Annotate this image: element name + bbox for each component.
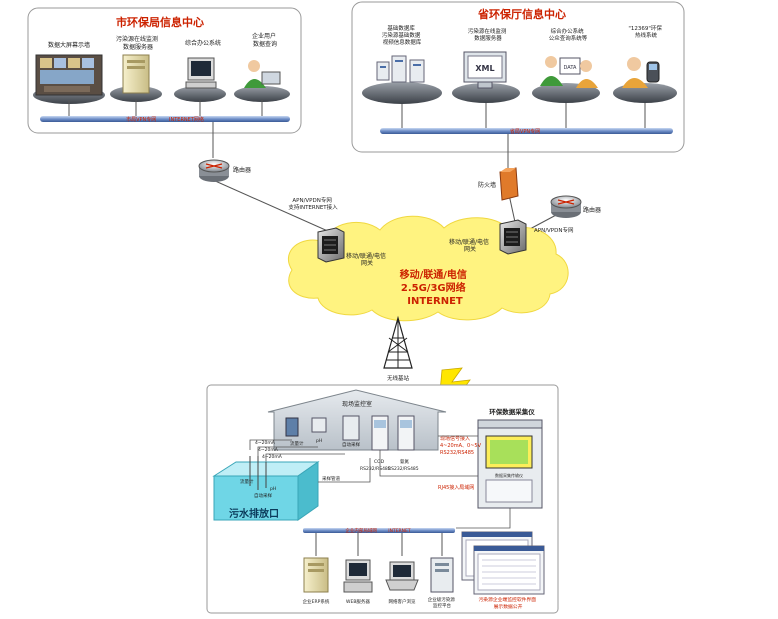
left-gateway-top-label: APN/VPDN专网 支持INTERNET接入 xyxy=(288,196,338,211)
enterprise-node-label-1: 企业ERP系统 xyxy=(303,598,330,605)
left-gateway-label: 移动/联通/电信 网关 xyxy=(346,252,388,267)
hotline-phone-icon xyxy=(613,57,677,103)
city-center-panel xyxy=(27,7,302,134)
software-caption: 污染源企业端监控软件界面 展示数据公开 xyxy=(478,596,537,610)
office-computer-icon xyxy=(174,57,226,102)
instrument-label-6: 自动采样 xyxy=(342,441,360,448)
instrument-label-4: COD xyxy=(374,459,385,465)
left-gateway-icon xyxy=(317,227,345,263)
tower-label: 无线基站 xyxy=(387,374,410,382)
city-node-label-2: 污染源在线监测 数据服务器 xyxy=(116,35,160,51)
lan-label: 企业内部局域网 INTERNET xyxy=(345,527,411,534)
router-left-icon xyxy=(198,159,230,182)
province-node-label-3: 综合办公系统 公众查询系统等 xyxy=(549,27,588,42)
enterprise-lan-bus xyxy=(303,528,455,533)
erp-server-icon xyxy=(303,557,329,593)
rs-label-1: RS232/RS485 xyxy=(360,466,391,472)
router-right-label: 路由器 xyxy=(583,206,601,214)
pool-label-3: 自动采样 xyxy=(254,492,272,499)
enterprise-node-label-3: 网络客户浏览 xyxy=(389,598,416,605)
right-gateway-top-label: APN/VPDN专网 xyxy=(534,226,574,234)
svg-text:XML: XML xyxy=(475,64,494,73)
router-left-label: 路由器 xyxy=(233,166,251,174)
enterprise-node-label-2: WEB服务器 xyxy=(346,598,370,605)
mobile-network-cloud xyxy=(287,215,569,322)
outfall-pool xyxy=(212,456,320,521)
province-node-label-4: "12369"环保 热线系统 xyxy=(628,24,663,39)
public-query-users-icon: DATA xyxy=(532,56,600,103)
xml-server-icon: XML xyxy=(452,51,520,103)
province-node-label-2: 污染源在线监测 数据服务器 xyxy=(468,27,508,42)
city-node-label-3: 综合办公系统 xyxy=(185,39,221,47)
province-node-label-1: 基础数据库 污染源基础数据 视频信息数据库 xyxy=(382,24,422,46)
city-node-label-4: 企业用户 数据查询 xyxy=(252,32,278,48)
database-servers-icon xyxy=(362,55,442,104)
video-wall-icon xyxy=(33,54,105,104)
instrument-label-2: pH xyxy=(316,438,322,444)
city-bus-label: 市局VPN专网 INTERNET网络 xyxy=(126,116,204,123)
pool-label-1: 流量计 xyxy=(240,478,254,485)
house-title: 现场监控室 xyxy=(342,400,372,408)
rs-label-2: RS232/RS485 xyxy=(388,466,419,472)
instrument-label-5: 氨氮 xyxy=(400,458,409,465)
signal-label-2: 4~20mA xyxy=(258,447,279,453)
data-collector-device xyxy=(477,419,543,509)
router-right-icon xyxy=(550,195,582,218)
city-node-label-1: 数据大屏幕示墙 xyxy=(48,41,90,49)
signal-label-3: 4~20mA xyxy=(262,454,283,460)
province-center-title: 省环保厅信息中心 xyxy=(477,7,566,21)
city-network-bus xyxy=(40,116,290,122)
rj45-label: RJ45接入局域网 xyxy=(438,484,474,491)
cloud-label: 移动/联通/电信 2.5G/3G网络 INTERNET xyxy=(400,268,471,307)
right-gateway-icon xyxy=(499,219,527,255)
enterprise-node-label-4: 企业级污染源 监控平台 xyxy=(428,596,456,609)
firewall-icon xyxy=(499,167,519,201)
instrument-label-1: 流量计 xyxy=(290,440,304,447)
pool-label-2: pH xyxy=(270,486,276,492)
laptop-icon xyxy=(385,561,419,591)
enterprise-platform-server-icon xyxy=(430,557,454,593)
pipe-label: 采样管道 xyxy=(322,475,340,482)
monitoring-server-icon xyxy=(110,54,162,102)
software-screenshots xyxy=(461,531,545,595)
outfall-label: 污水排放口 xyxy=(229,507,279,520)
collector-title: 环保数据采集仪 xyxy=(489,407,535,416)
web-server-icon xyxy=(343,559,373,593)
enterprise-user-icon xyxy=(234,60,290,102)
province-bus-label: 省局VPN专网 xyxy=(510,128,540,135)
input-label: 现场信号接入 4~20mA、0~5V RS232/RS485 xyxy=(440,435,483,456)
svg-text:DATA: DATA xyxy=(564,65,577,71)
signal-label-1: 4~20mA xyxy=(255,440,276,446)
cell-tower-icon xyxy=(383,315,413,369)
province-network-bus xyxy=(380,128,673,134)
collector-screen-label: 数据采集传输仪 xyxy=(495,472,523,478)
city-center-title: 市环保局信息中心 xyxy=(116,15,204,29)
firewall-label: 防火墙 xyxy=(478,181,496,189)
right-gateway-label: 移动/联通/电信 网关 xyxy=(449,238,491,253)
province-center-panel xyxy=(351,1,685,153)
